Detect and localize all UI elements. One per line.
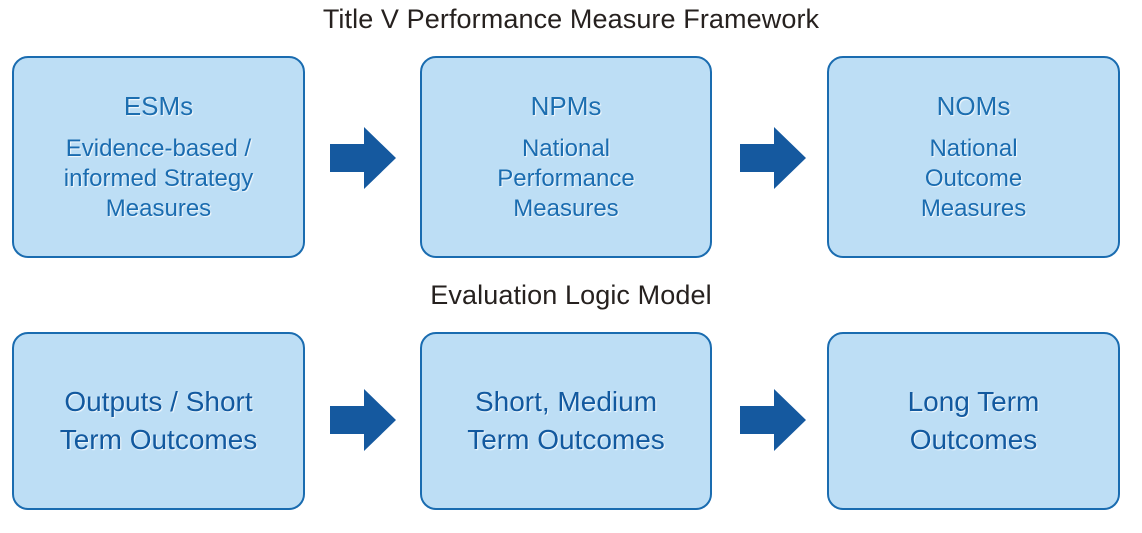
logic-box-outputs-short-term-body: Outputs / Short Term Outcomes bbox=[60, 383, 258, 459]
text-line: Outcomes bbox=[909, 424, 1038, 455]
logic-box-short-medium-term[interactable]: Short, Medium Term Outcomes bbox=[420, 332, 712, 510]
logic-box-long-term[interactable]: Long Term Outcomes bbox=[827, 332, 1120, 510]
text-line: Term Outcomes bbox=[59, 424, 258, 455]
arrow-right-icon bbox=[740, 389, 806, 451]
text-line: Short, Medium bbox=[474, 386, 658, 417]
framework-box-esms[interactable]: ESMs Evidence-based / informed Strategy … bbox=[12, 56, 305, 258]
text-line: Long Term bbox=[907, 386, 1040, 417]
text-line: National bbox=[929, 135, 1018, 162]
arrow-right-icon bbox=[740, 127, 806, 189]
framework-box-noms-body: National Outcome Measures bbox=[921, 134, 1026, 224]
text-line: Outputs / Short bbox=[64, 386, 253, 417]
text-line: Outcome bbox=[924, 165, 1023, 192]
framework-box-npms-heading: NPMs bbox=[530, 91, 602, 121]
framework-box-esms-heading: ESMs bbox=[123, 91, 194, 121]
framework-title: Title V Performance Measure Framework bbox=[322, 4, 820, 34]
framework-box-noms-heading: NOMs bbox=[936, 91, 1011, 121]
logic-model-title: Evaluation Logic Model bbox=[430, 280, 712, 310]
logic-box-short-medium-term-body: Short, Medium Term Outcomes bbox=[467, 383, 665, 459]
framework-box-npms-body: National Performance Measures bbox=[497, 134, 634, 224]
text-line: Performance bbox=[497, 165, 635, 192]
text-line: Measures bbox=[920, 195, 1027, 222]
text-line: Evidence-based / bbox=[65, 135, 252, 162]
logic-box-outputs-short-term[interactable]: Outputs / Short Term Outcomes bbox=[12, 332, 305, 510]
text-line: Measures bbox=[513, 195, 619, 222]
text-line: Measures bbox=[105, 195, 212, 222]
text-line: Term Outcomes bbox=[467, 424, 665, 455]
framework-box-noms[interactable]: NOMs National Outcome Measures bbox=[827, 56, 1120, 258]
text-line: National bbox=[521, 135, 611, 162]
logic-box-long-term-body: Long Term Outcomes bbox=[908, 383, 1040, 459]
arrow-right-icon bbox=[330, 389, 396, 451]
arrow-right-icon bbox=[330, 127, 396, 189]
text-line: informed Strategy bbox=[63, 165, 254, 192]
framework-box-esms-body: Evidence-based / informed Strategy Measu… bbox=[64, 134, 253, 224]
framework-box-npms[interactable]: NPMs National Performance Measures bbox=[420, 56, 712, 258]
